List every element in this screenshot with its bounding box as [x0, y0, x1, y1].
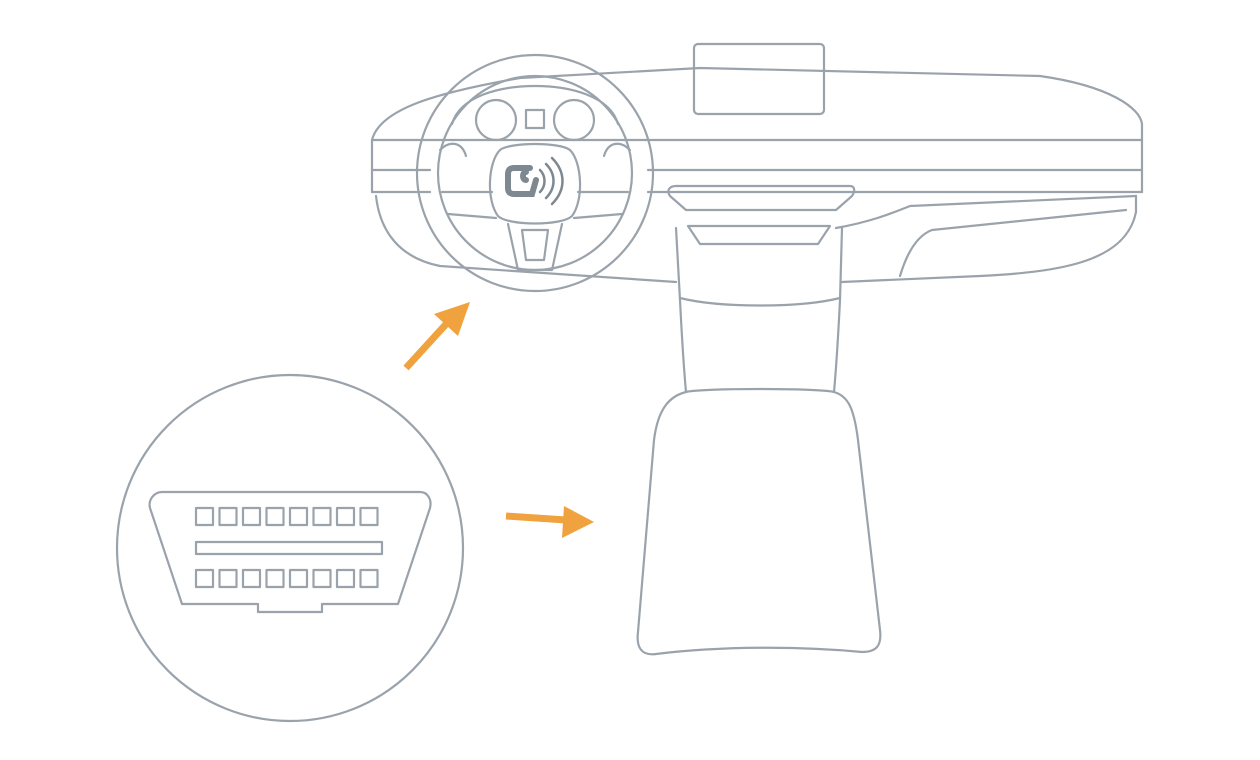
console-armrest: [636, 387, 882, 656]
steering-spoke-right: [572, 190, 630, 220]
gauge-center-display: [524, 108, 546, 130]
steering-spoke-lower: [506, 222, 564, 272]
dashboard: [370, 66, 1144, 284]
obd-pin: [288, 506, 309, 527]
obd-pin: [359, 506, 379, 527]
arrow-up-right-icon: [403, 302, 470, 371]
gauge-right: [552, 98, 596, 142]
dashboard-top-outline: [370, 66, 1144, 142]
obd-pin: [241, 506, 262, 527]
dashboard-lower-outline: [374, 194, 678, 284]
obd-pin: [241, 568, 262, 589]
center-console: [636, 226, 882, 656]
obd-center-bar: [194, 540, 384, 556]
obd-pin: [288, 568, 309, 589]
obd-pin: [312, 568, 332, 589]
obd-pin: [218, 506, 238, 527]
obd-port-closeup: [115, 373, 465, 723]
dashboard-right-panel: [898, 208, 1128, 278]
obd-pin: [312, 506, 332, 527]
obd-pin: [335, 506, 356, 527]
obd-pin: [265, 506, 285, 527]
obd-pin-row-bottom: [194, 568, 379, 589]
steering-wheel-inner-rim: [436, 74, 634, 272]
infotainment-screen: [692, 42, 826, 116]
obd-pin: [194, 568, 215, 589]
obd-pin: [194, 506, 215, 527]
arrow-right-icon: [505, 506, 594, 538]
obd-pin: [218, 568, 238, 589]
obd-pin: [335, 568, 356, 589]
steering-wheel: [415, 53, 655, 293]
obd-pin-row-top: [194, 506, 379, 527]
gauge-left: [474, 98, 518, 142]
obd-pin: [265, 568, 285, 589]
center-vent: [667, 184, 856, 246]
console-seam: [678, 296, 842, 307]
obd-pin: [359, 568, 379, 589]
steering-wheel-outer-rim: [415, 53, 655, 293]
steering-hub: [488, 142, 582, 225]
obd-connector-housing: [148, 490, 432, 614]
obd-closeup-circle: [115, 373, 465, 723]
signal-c-logo-icon: [505, 156, 564, 206]
steering-spoke-left: [440, 190, 498, 220]
